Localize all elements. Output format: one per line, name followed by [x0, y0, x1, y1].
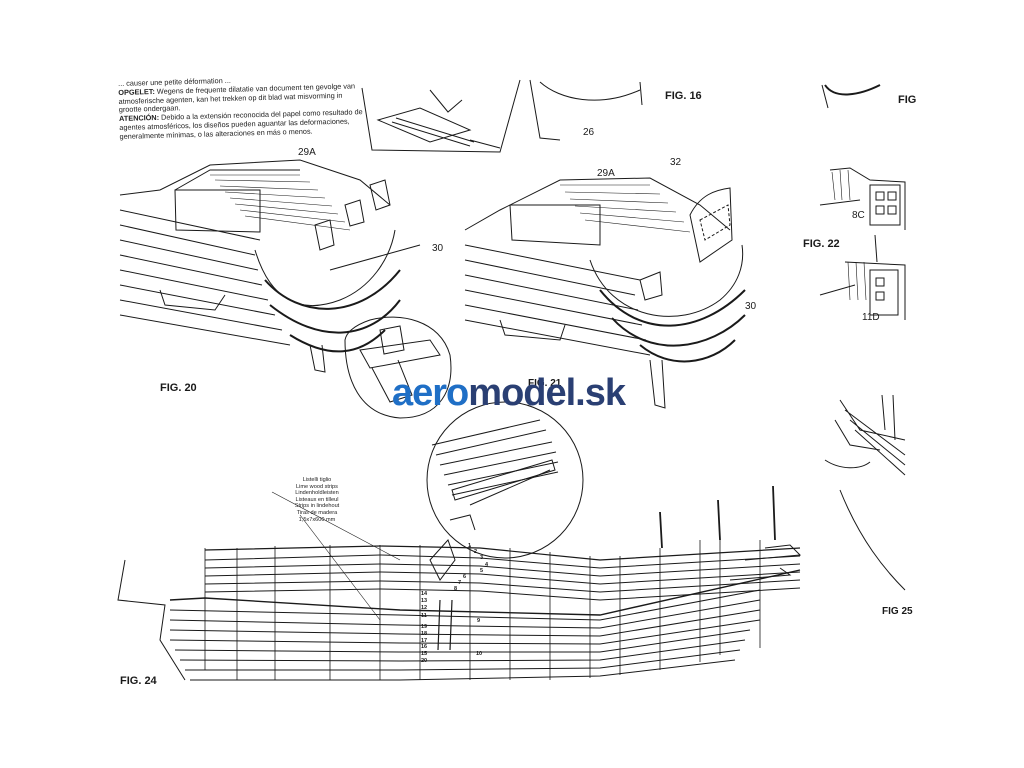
part-11d: 11D	[862, 312, 880, 323]
strip-number: 13	[421, 598, 428, 604]
fig22-details	[819, 84, 906, 320]
part-29a-right: 29A	[597, 168, 615, 179]
watermark-logo: aeromodel.sk	[392, 372, 626, 415]
strip-number: 3	[480, 555, 484, 561]
fig25-label: FIG 25	[882, 606, 913, 617]
fig24-hull-drawing	[117, 485, 905, 686]
strip-number: 8	[454, 586, 458, 592]
part-26: 26	[583, 127, 595, 138]
fig24-strip-inset	[426, 401, 584, 651]
fig16-inset	[361, 79, 643, 153]
strip-number: 9	[477, 618, 481, 624]
strip-number: 20	[421, 658, 428, 664]
part-32: 32	[670, 157, 682, 168]
strip-number: 18	[421, 631, 428, 637]
part-8c: 8C	[852, 210, 865, 221]
instructions-text: ... causer une petite déformation ... OP…	[118, 73, 365, 141]
fig24-label: FIG. 24	[120, 675, 157, 687]
part-30-left: 30	[432, 243, 444, 254]
strip-number: 2	[474, 549, 478, 555]
strip-number: 5	[480, 568, 484, 574]
fig20-stern-drawing	[119, 159, 452, 419]
fig21-stern-drawing	[464, 177, 746, 409]
watermark-brand-a: aero	[392, 372, 469, 414]
fig16-label: FIG. 16	[665, 90, 702, 102]
strip-number: 12	[421, 605, 428, 611]
fig-cut-label: FIG	[898, 94, 917, 106]
strip-number: 17	[421, 638, 428, 644]
strip-number: 10	[476, 651, 483, 657]
fig20-label: FIG. 20	[160, 382, 197, 394]
strip-number: 15	[421, 651, 428, 657]
fig25-detail	[824, 394, 906, 591]
strip-number: 19	[421, 624, 428, 630]
strip-number: 6	[463, 574, 467, 580]
watermark-brand-b: model.sk	[468, 372, 626, 414]
strip-number: 4	[485, 562, 489, 568]
strip-number: 16	[421, 644, 428, 650]
part-30-right: 30	[745, 301, 757, 312]
fig22-label: FIG. 22	[803, 238, 840, 250]
part-29a-left: 29A	[298, 147, 316, 158]
fig21-label: FIG. 21	[528, 378, 562, 389]
strip-number: 14	[421, 591, 428, 597]
strip-number: 1	[468, 543, 472, 549]
strip-number: 7	[458, 580, 462, 586]
strip-material-note: Listelli tiglio Lime wood strips Lindenh…	[294, 477, 340, 523]
strip-number: 11	[421, 613, 427, 619]
